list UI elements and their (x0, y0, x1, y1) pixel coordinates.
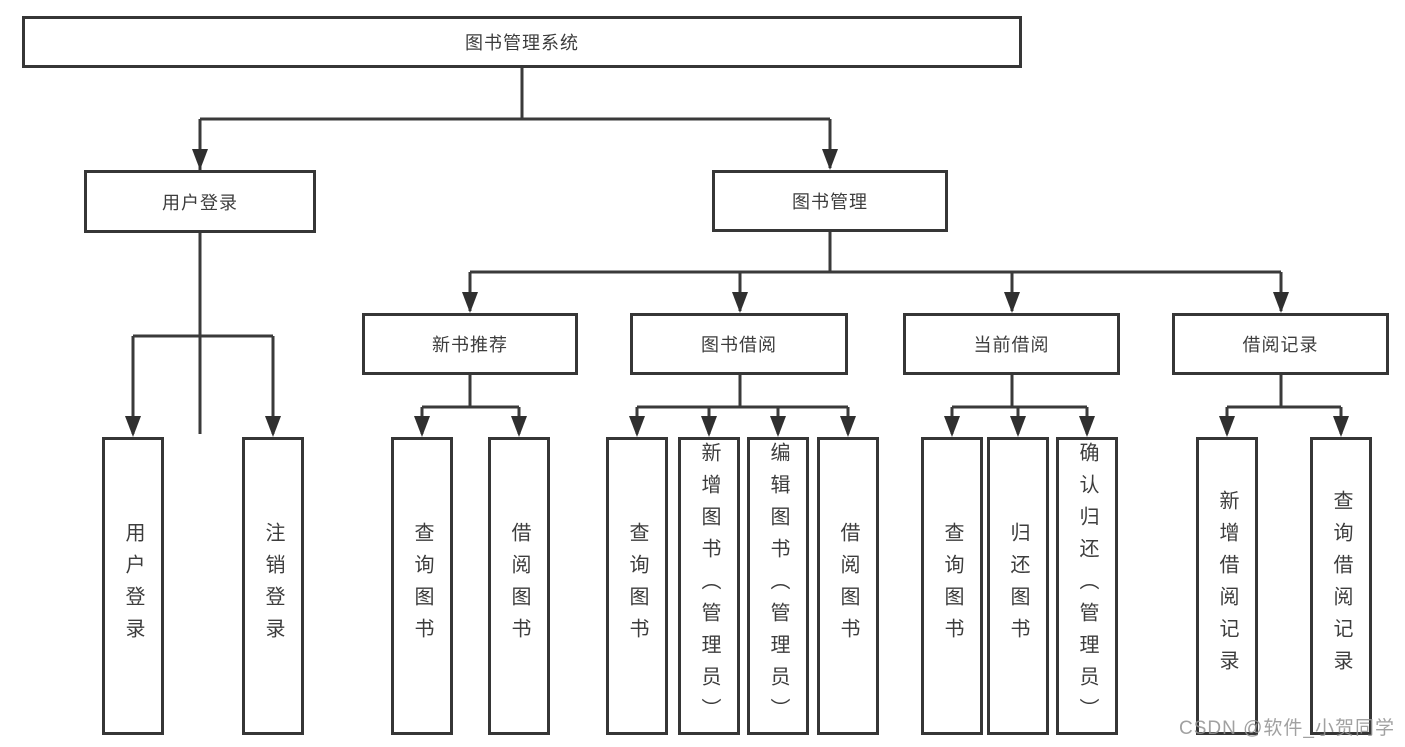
leaf-user-login: 用户登录 (102, 437, 164, 735)
leaf-label: 编辑图书（管理员） (767, 442, 789, 730)
leaf-label: 借阅图书 (837, 522, 859, 650)
leaf-query-books: 查询图书 (606, 437, 668, 735)
arrow-icon (265, 416, 281, 437)
arrow-icon (414, 416, 430, 437)
arrow-icon (1219, 416, 1235, 437)
connector-line (198, 68, 832, 434)
arrow-icon (1333, 416, 1349, 437)
node-book-borrowing: 图书借阅 (630, 313, 848, 375)
arrow-icon (125, 416, 141, 437)
connector-records-branch (1225, 375, 1343, 434)
node-label: 当前借阅 (973, 335, 1050, 355)
arrow-icon (840, 416, 856, 437)
leaf-add-borrow-record: 新增借阅记录 (1196, 437, 1258, 735)
connector-line (420, 375, 521, 434)
leaf-confirm-return-admin: 确认归还（管理员） (1056, 437, 1118, 735)
node-label: 用户登录 (162, 192, 238, 213)
arrow-icon (1004, 292, 1020, 313)
leaf-label: 新增借阅记录 (1216, 490, 1238, 682)
node-label: 借阅记录 (1242, 335, 1319, 355)
leaf-label: 查询图书 (941, 522, 963, 650)
leaf-label: 查询借阅记录 (1330, 490, 1352, 682)
leaf-query-borrow-record: 查询借阅记录 (1310, 437, 1372, 735)
arrow-icon (1010, 416, 1026, 437)
node-label: 图书管理 (792, 192, 868, 212)
arrow-icon (822, 149, 838, 170)
node-label: 新书推荐 (432, 335, 508, 355)
node-book-management: 图书管理 (712, 170, 948, 232)
leaf-add-books-admin: 新增图书（管理员） (678, 437, 740, 735)
leaf-label: 确认归还（管理员） (1076, 442, 1098, 730)
connector-line (131, 233, 275, 434)
node-borrow-records: 借阅记录 (1172, 313, 1389, 375)
connector-line (1225, 375, 1343, 434)
connector-newbook-branch (420, 375, 521, 434)
node-user-login: 用户登录 (84, 170, 316, 233)
connector-line (468, 232, 1283, 311)
leaf-label: 查询图书 (626, 522, 648, 650)
connector-bookmgmt-branch (468, 232, 1283, 311)
node-new-book-recommend: 新书推荐 (362, 313, 578, 375)
csdn-watermark: CSDN @软件_小贺同学 (1179, 718, 1395, 739)
leaf-label: 归还图书 (1007, 522, 1029, 650)
arrow-icon (701, 416, 717, 437)
connector-userlogin-branch (131, 119, 275, 434)
arrow-icon (462, 292, 478, 313)
arrow-icon (192, 149, 208, 170)
node-root-library-system: 图书管理系统 (22, 16, 1022, 68)
leaf-label: 注销登录 (262, 522, 284, 650)
leaf-query-books: 查询图书 (921, 437, 983, 735)
arrow-icon (732, 292, 748, 313)
arrow-icon (511, 416, 527, 437)
leaf-label: 新增图书（管理员） (698, 442, 720, 730)
leaf-label: 查询图书 (411, 522, 433, 650)
connector-borrow-branch (635, 375, 850, 434)
leaf-label: 用户登录 (122, 522, 144, 650)
node-label: 图书借阅 (701, 335, 777, 355)
arrow-icon (629, 416, 645, 437)
leaf-edit-books-admin: 编辑图书（管理员） (747, 437, 809, 735)
leaf-borrow-books: 借阅图书 (817, 437, 879, 735)
arrow-icon (1079, 416, 1095, 437)
node-current-borrowing: 当前借阅 (903, 313, 1120, 375)
connector-root-to-level2 (198, 68, 832, 434)
leaf-query-books: 查询图书 (391, 437, 453, 735)
leaf-logout: 注销登录 (242, 437, 304, 735)
leaf-label: 借阅图书 (508, 522, 530, 650)
arrow-icon (944, 416, 960, 437)
arrow-icon (1273, 292, 1289, 313)
connector-line (635, 375, 850, 434)
leaf-borrow-books: 借阅图书 (488, 437, 550, 735)
arrow-icon (770, 416, 786, 437)
arrowheads (125, 149, 1349, 437)
node-label: 图书管理系统 (465, 33, 579, 53)
leaf-return-books: 归还图书 (987, 437, 1049, 735)
